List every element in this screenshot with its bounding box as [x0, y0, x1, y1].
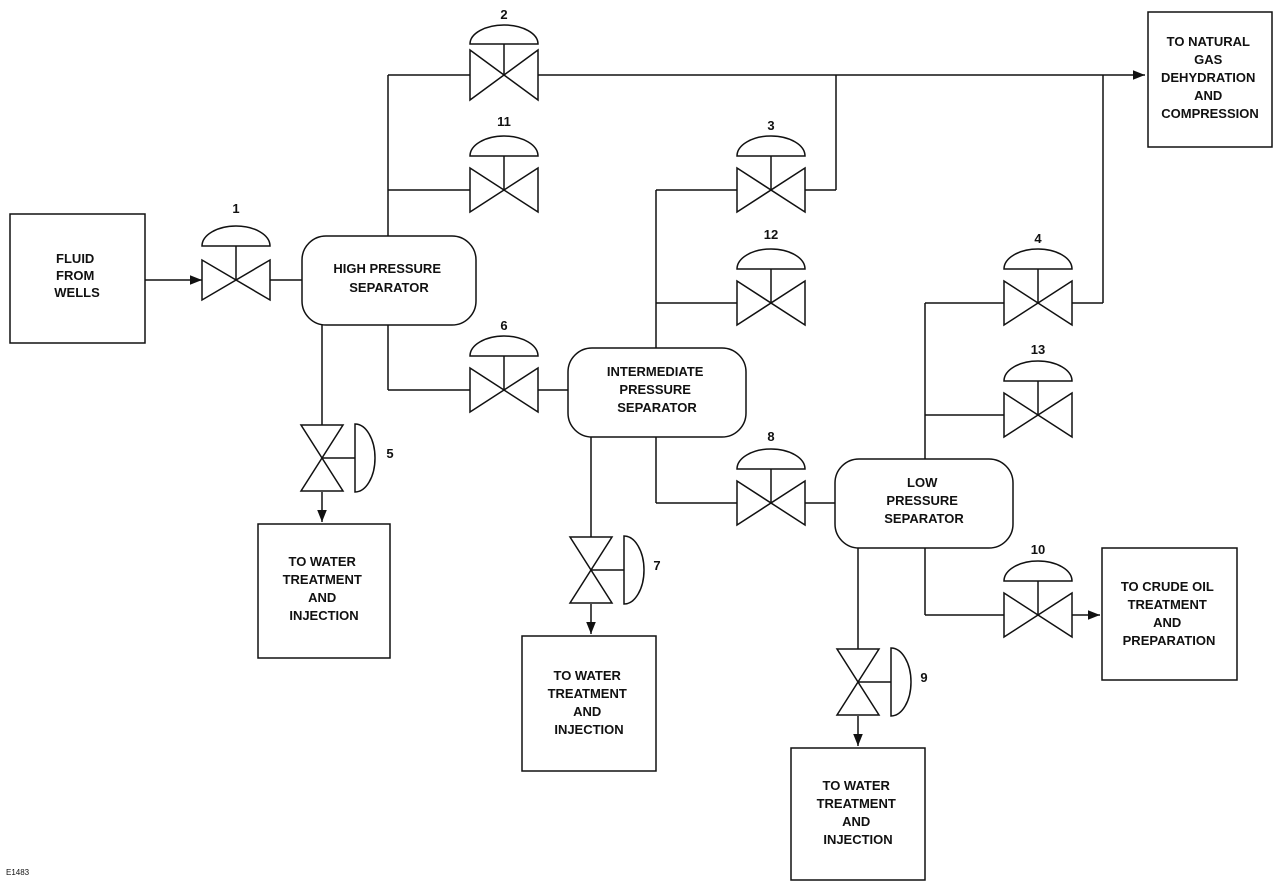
water-treatment-3-label: TO WATER TREATMENT AND INJECTION [817, 778, 900, 847]
valve-7-number: 7 [653, 558, 660, 573]
valve-12-number: 12 [764, 227, 778, 242]
valve-6: 6 [469, 318, 539, 414]
valve-5-number: 5 [386, 446, 393, 461]
block-to-natural-gas: TO NATURAL GAS DEHYDRATION AND COMPRESSI… [1147, 11, 1273, 148]
high-pressure-separator: HIGH PRESSURE SEPARATOR [301, 235, 477, 326]
water-treatment-1-label: TO WATER TREATMENT AND INJECTION [283, 554, 366, 623]
lp-separator-label: LOW PRESSURE SEPARATOR [884, 475, 964, 526]
block-to-water-treatment-3: TO WATER TREATMENT AND INJECTION [790, 747, 926, 881]
valve-6-number: 6 [500, 318, 507, 333]
block-to-water-treatment-1: TO WATER TREATMENT AND INJECTION [257, 523, 391, 659]
valve-2: 2 [469, 7, 539, 102]
valve-13: 13 [1003, 342, 1073, 439]
valve-12: 12 [736, 227, 806, 327]
ip-separator-label: INTERMEDIATE PRESSURE SEPARATOR [607, 364, 707, 415]
crude-oil-label: TO CRUDE OIL TREATMENT AND PREPARATION [1121, 579, 1217, 648]
water-treatment-2-label: TO WATER TREATMENT AND INJECTION [548, 668, 631, 737]
valve-7: 7 [568, 535, 661, 605]
valve-3-number: 3 [767, 118, 774, 133]
valve-10: 10 [1003, 542, 1073, 639]
valve-1: 1 [201, 201, 271, 302]
valve-3: 3 [736, 118, 806, 214]
valve-8-number: 8 [767, 429, 774, 444]
intermediate-pressure-separator: INTERMEDIATE PRESSURE SEPARATOR [567, 347, 747, 438]
valve-11: 11 [469, 114, 539, 214]
valve-1-number: 1 [232, 201, 239, 216]
figure-code: E1483 [6, 868, 30, 877]
pipe-lines [145, 70, 1145, 746]
fluid-from-wells-label: FLUID FROM WELLS [54, 251, 100, 300]
low-pressure-separator: LOW PRESSURE SEPARATOR [834, 458, 1014, 549]
valve-5: 5 [299, 423, 394, 493]
valve-10-number: 10 [1031, 542, 1045, 557]
valve-13-number: 13 [1031, 342, 1045, 357]
natural-gas-label: TO NATURAL GAS DEHYDRATION AND COMPRESSI… [1161, 34, 1259, 121]
valve-8: 8 [736, 429, 806, 527]
valve-9-number: 9 [920, 670, 927, 685]
hp-separator-label: HIGH PRESSURE SEPARATOR [333, 261, 444, 295]
valve-4-number: 4 [1034, 231, 1042, 246]
block-to-crude-oil: TO CRUDE OIL TREATMENT AND PREPARATION [1101, 547, 1238, 681]
block-to-water-treatment-2: TO WATER TREATMENT AND INJECTION [521, 635, 657, 772]
valve-4: 4 [1003, 231, 1073, 327]
valve-11-number: 11 [497, 114, 511, 129]
valve-2-number: 2 [500, 7, 507, 22]
valve-9: 9 [835, 647, 928, 717]
block-fluid-from-wells: FLUID FROM WELLS [9, 213, 146, 344]
